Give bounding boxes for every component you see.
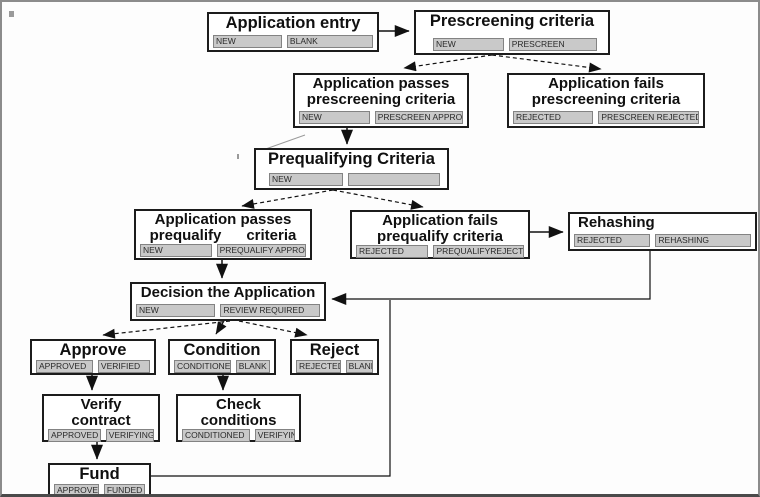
- status-row: NEW PRESCREEN APPROVED: [298, 111, 464, 124]
- status-cell-right: PRESCREEN APPROVED: [374, 111, 463, 124]
- status-cell-left: REJECTED: [356, 245, 429, 259]
- node-verify-contract: Verify contract APPROVED VERIFYING: [42, 394, 160, 443]
- status-row: CONDITIONED BLANK: [173, 360, 271, 374]
- node-title: Verify contract: [71, 396, 131, 429]
- status-cell-left: REJECTED: [513, 111, 594, 124]
- status-cell-left: CONDITIONED: [174, 360, 231, 374]
- node-title: Condition: [183, 341, 261, 359]
- corner-artifact: [9, 11, 14, 17]
- status-cell-left: NEW: [136, 304, 216, 317]
- node-title: Application passes prequalify criteria: [149, 211, 297, 244]
- status-cell-left: NEW: [269, 173, 343, 186]
- node-passes-prescreening: Application passes prescreening criteria…: [293, 73, 469, 128]
- status-cell-right: VERIFIED: [97, 360, 150, 374]
- status-row: NEW REVIEW REQUIRED: [135, 304, 321, 317]
- status-cell-right: FUNDED: [103, 484, 145, 494]
- status-cell-left: NEW: [140, 244, 212, 258]
- status-cell-left: REJECTED: [296, 360, 341, 374]
- status-cell-right: PRESCREEN: [508, 38, 597, 51]
- status-row: REJECTED PREQUALIFYREJECTED: [355, 245, 525, 259]
- status-row: NEW PREQUALIFY APPROVED: [139, 244, 307, 258]
- status-cell-right: PREQUALIFYREJECTED: [433, 245, 524, 259]
- arrow-decision-to-approve: [102, 320, 231, 339]
- node-rehashing: Rehashing REJECTED REHASHING: [568, 212, 757, 251]
- status-cell-left: APPROVED: [36, 360, 93, 374]
- node-title: Application fails prescreening criteria: [531, 75, 681, 108]
- arrow-prescreening-to-passes: [403, 54, 493, 72]
- node-title: Decision the Application: [140, 284, 316, 301]
- status-cell-right: REHASHING: [655, 234, 751, 247]
- node-title: Fund: [79, 465, 120, 483]
- node-title: Prequalifying Criteria: [268, 150, 435, 168]
- status-cell-right: REVIEW REQUIRED: [220, 304, 320, 317]
- arrow-prequalifying-to-passes: [241, 189, 334, 209]
- status-cell-left: REJECTED: [574, 234, 651, 247]
- status-row: REJECTED PRESCREEN REJECTED: [512, 111, 700, 124]
- node-title: Application fails prequalify criteria: [377, 212, 503, 245]
- node-title: Prescreening criteria: [429, 12, 595, 30]
- status-cell-right: BLANK: [345, 360, 373, 374]
- status-row: APPROVED FUNDED: [53, 484, 146, 494]
- speck-artifact: [237, 154, 239, 159]
- node-reject: Reject REJECTED BLANK: [290, 339, 379, 375]
- line-fund-loop: [151, 300, 391, 477]
- node-title: Application passes prescreening criteria: [306, 75, 456, 108]
- status-cell-right: BLANK: [286, 35, 373, 48]
- status-row: APPROVED VERIFYING: [47, 429, 155, 443]
- arrow-decision-to-condition: [215, 320, 227, 335]
- arrow-prescreening-to-fails: [491, 54, 602, 73]
- arrow-rehashing-to-decision: [331, 251, 651, 305]
- node-approve: Approve APPROVED VERIFIED: [30, 339, 156, 375]
- status-row: NEW: [259, 173, 444, 186]
- node-title: Rehashing: [578, 214, 655, 231]
- node-passes-prequalify: Application passes prequalify criteria N…: [134, 209, 312, 260]
- node-check-conditions: Check conditions CONDITIONED VERIFYING: [176, 394, 301, 443]
- node-fund: Fund APPROVED FUNDED: [48, 463, 151, 494]
- status-cell-left: CONDITIONED: [182, 429, 250, 443]
- node-prescreening-criteria: Prescreening criteria NEW PRESCREEN: [414, 10, 610, 55]
- node-condition: Condition CONDITIONED BLANK: [168, 339, 276, 375]
- status-cell-right: [347, 173, 440, 186]
- status-cell-right: VERIFYING: [254, 429, 295, 443]
- status-cell-right: PRESCREEN REJECTED: [598, 111, 699, 124]
- status-cell-right: VERIFYING: [105, 429, 154, 443]
- status-cell-left: APPROVED: [48, 429, 101, 443]
- node-title: Application entry: [225, 14, 361, 32]
- status-cell-left: NEW: [299, 111, 370, 124]
- status-row: APPROVED VERIFIED: [35, 360, 151, 374]
- node-fails-prequalify: Application fails prequalify criteria RE…: [350, 210, 530, 259]
- arrow-decision-to-reject: [238, 320, 308, 338]
- node-prequalifying-criteria: Prequalifying Criteria NEW: [254, 148, 449, 190]
- status-cell-left: NEW: [213, 35, 282, 48]
- status-row: NEW BLANK: [212, 35, 374, 48]
- node-application-entry: Application entry NEW BLANK: [207, 12, 379, 52]
- status-cell-right: BLANK: [235, 360, 270, 374]
- status-cell-left: APPROVED: [54, 484, 99, 494]
- node-title: Check conditions: [200, 396, 277, 429]
- node-decision-the-application: Decision the Application NEW REVIEW REQU…: [130, 282, 326, 321]
- status-row: REJECTED REHASHING: [573, 234, 752, 247]
- status-cell-left: NEW: [433, 38, 504, 51]
- status-row: NEW PRESCREEN: [419, 38, 605, 51]
- arrow-prequalifying-to-fails: [332, 189, 424, 210]
- node-fails-prescreening: Application fails prescreening criteria …: [507, 73, 705, 128]
- node-title: Reject: [309, 341, 360, 359]
- status-row: CONDITIONED VERIFYING: [181, 429, 296, 443]
- status-row: REJECTED BLANK: [295, 360, 374, 374]
- node-title: Approve: [59, 341, 127, 359]
- status-cell-right: PREQUALIFY APPROVED: [216, 244, 306, 258]
